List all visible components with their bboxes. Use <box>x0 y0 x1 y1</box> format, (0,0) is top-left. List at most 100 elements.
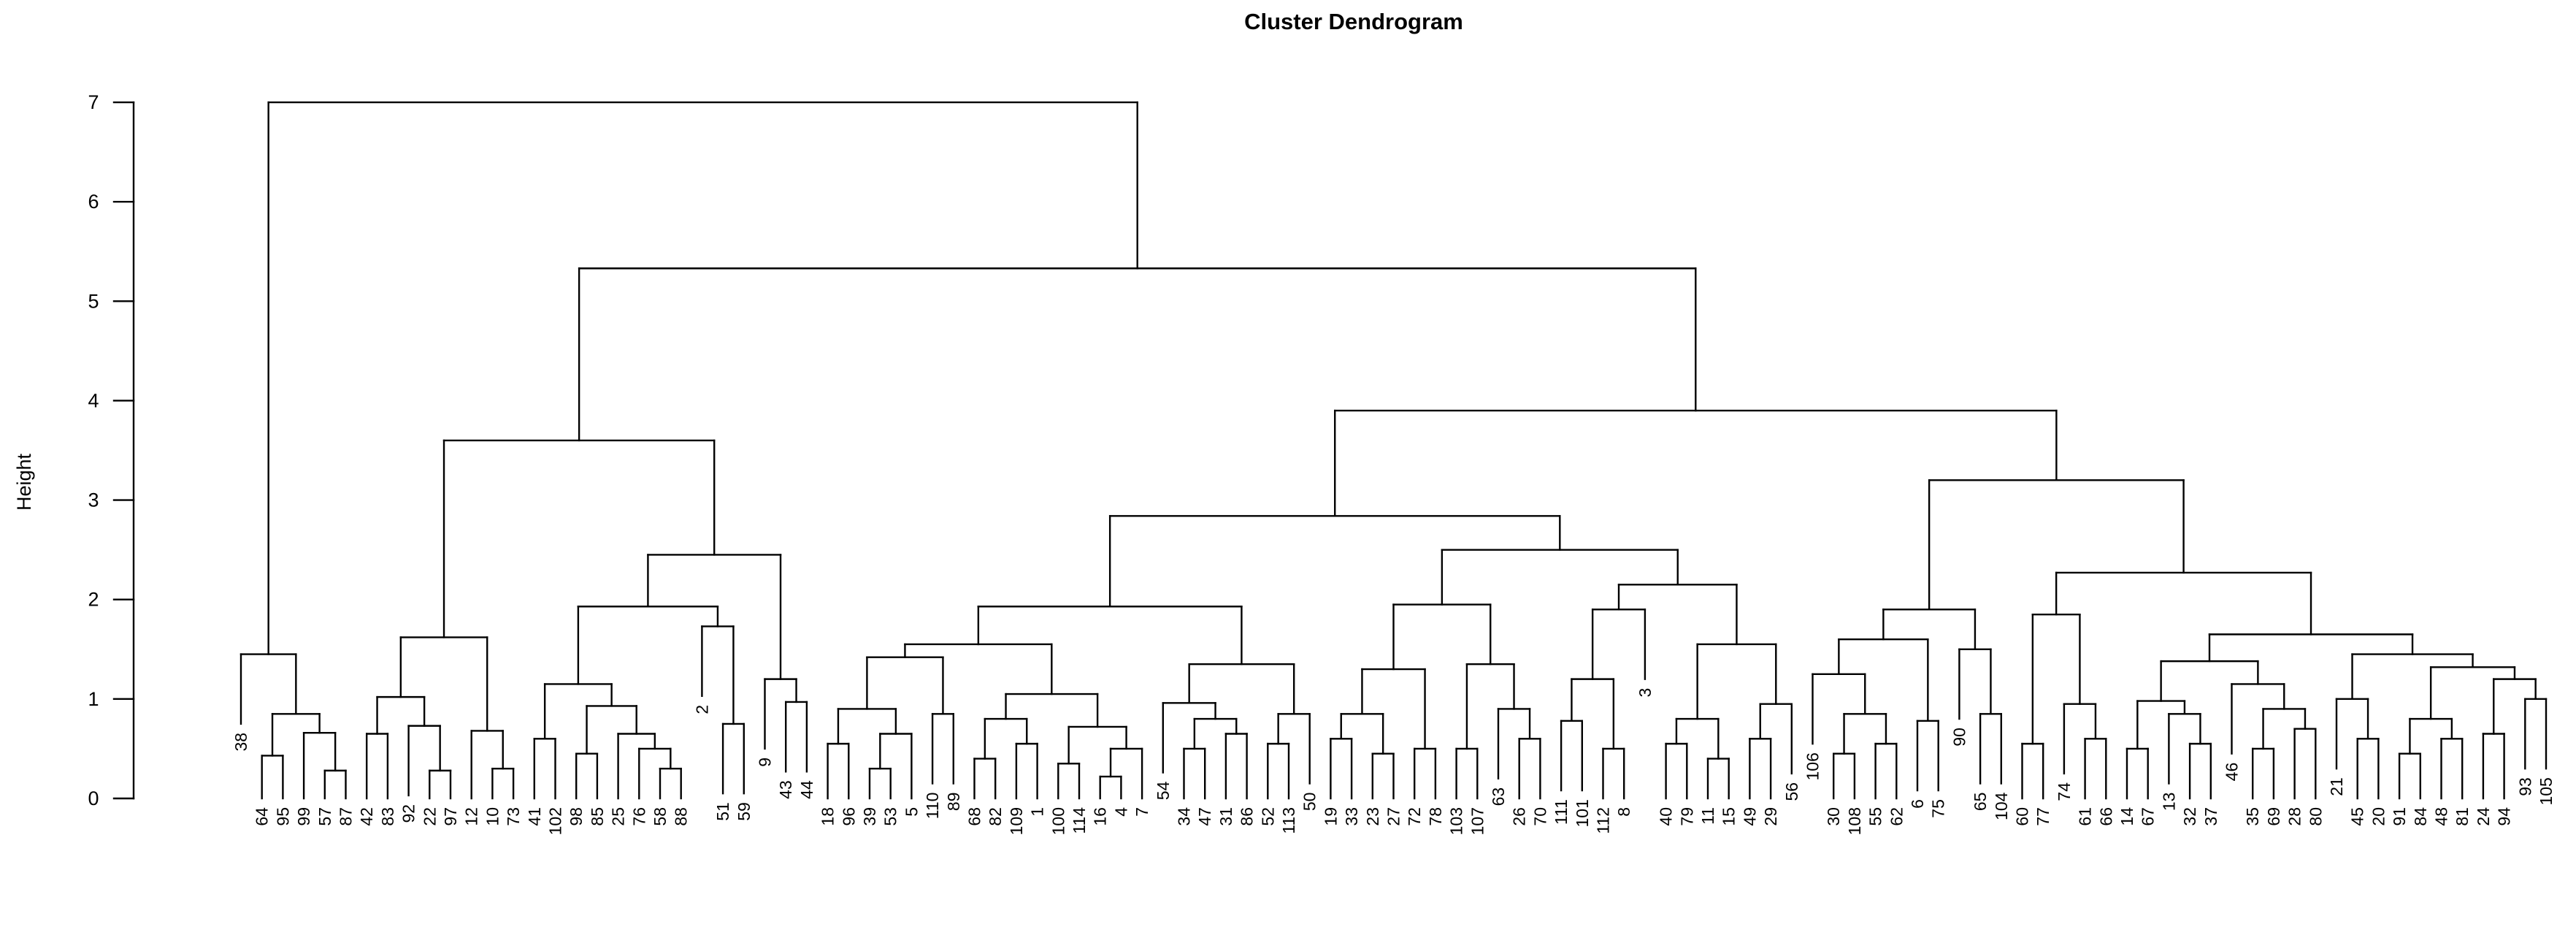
leaf-label: 89 <box>944 793 963 812</box>
leaf-label: 79 <box>1677 807 1696 826</box>
y-axis-tick-label: 3 <box>88 489 99 511</box>
leaf-label: 26 <box>1510 807 1529 826</box>
leaf-label: 82 <box>986 807 1005 826</box>
leaf-label: 73 <box>504 807 523 826</box>
leaf-label: 23 <box>1363 807 1382 826</box>
leaf-label: 90 <box>1950 728 1969 747</box>
leaf-label: 5 <box>902 807 921 817</box>
leaf-label: 42 <box>357 807 376 826</box>
y-axis-tick-label: 4 <box>88 389 99 411</box>
leaf-label: 20 <box>2369 807 2388 826</box>
leaf-label: 4 <box>1111 807 1130 817</box>
leaf-label: 41 <box>525 807 544 826</box>
leaf-label: 8 <box>1614 807 1633 817</box>
leaf-label: 43 <box>776 780 795 799</box>
leaf-label: 15 <box>1720 807 1739 826</box>
leaf-label: 95 <box>273 807 292 826</box>
leaf-label: 65 <box>1971 793 1990 812</box>
leaf-label: 12 <box>462 807 481 826</box>
leaf-label: 88 <box>672 807 691 826</box>
leaf-label: 28 <box>2285 807 2304 826</box>
leaf-label: 33 <box>1342 807 1361 826</box>
leaf-label: 61 <box>2076 807 2095 826</box>
leaf-label: 32 <box>2180 807 2199 826</box>
leaf-label: 37 <box>2201 807 2220 826</box>
leaf-label: 108 <box>1845 807 1864 835</box>
leaf-label: 2 <box>692 705 711 714</box>
leaf-label: 103 <box>1447 807 1466 835</box>
leaf-label: 109 <box>1007 807 1026 835</box>
leaf-label: 75 <box>1929 799 1948 818</box>
leaf-label: 59 <box>735 802 754 821</box>
y-axis-tick-label: 6 <box>88 191 99 213</box>
leaf-label: 96 <box>839 807 858 826</box>
leaf-label: 114 <box>1070 807 1089 834</box>
y-axis-tick-label: 2 <box>88 589 99 611</box>
chart-title: Cluster Dendrogram <box>1244 9 1463 34</box>
leaf-label: 51 <box>713 802 732 821</box>
leaf-label: 101 <box>1573 799 1592 827</box>
leaf-label: 87 <box>337 807 356 826</box>
leaf-label: 69 <box>2264 807 2283 826</box>
leaf-label: 48 <box>2432 807 2451 826</box>
leaf-label: 63 <box>1489 787 1508 806</box>
y-axis-label: Height <box>13 453 35 511</box>
leaf-label: 57 <box>315 807 334 826</box>
leaf-label: 50 <box>1300 793 1319 812</box>
y-axis-tick-label: 5 <box>88 290 99 312</box>
y-axis-tick-label: 0 <box>88 787 99 809</box>
leaf-label: 11 <box>1698 807 1717 825</box>
leaf-label: 31 <box>1216 807 1235 826</box>
leaf-label: 54 <box>1154 781 1173 800</box>
leaf-label: 67 <box>2139 807 2158 826</box>
leaf-label: 102 <box>546 807 565 835</box>
y-axis-tick-label: 1 <box>88 688 99 710</box>
leaf-label: 107 <box>1468 807 1487 835</box>
leaf-label: 18 <box>819 807 837 826</box>
leaf-label: 40 <box>1657 807 1676 826</box>
leaf-label: 104 <box>1992 792 2011 820</box>
leaf-label: 68 <box>965 807 984 826</box>
leaf-label: 9 <box>756 758 775 767</box>
leaf-label: 10 <box>483 807 502 826</box>
leaf-label: 44 <box>797 780 816 799</box>
leaf-label: 76 <box>629 807 648 826</box>
leaf-label: 99 <box>294 807 313 826</box>
leaf-label: 60 <box>2013 807 2032 826</box>
leaf-label: 27 <box>1384 807 1403 826</box>
leaf-label: 14 <box>2117 807 2136 826</box>
leaf-label: 94 <box>2495 807 2514 826</box>
leaf-label: 84 <box>2411 807 2430 826</box>
leaf-label: 47 <box>1195 807 1214 826</box>
leaf-label: 83 <box>378 807 397 826</box>
leaf-label: 35 <box>2243 807 2262 826</box>
leaf-label: 64 <box>253 807 272 826</box>
leaf-label: 25 <box>609 807 628 826</box>
leaf-label: 13 <box>2159 793 2178 812</box>
leaf-label: 66 <box>2096 807 2115 826</box>
leaf-label: 105 <box>2537 777 2556 805</box>
leaf-label: 62 <box>1887 807 1906 826</box>
leaf-label: 93 <box>2515 777 2534 796</box>
leaf-label: 38 <box>231 733 250 752</box>
leaf-label: 16 <box>1091 807 1110 826</box>
leaf-label: 52 <box>1258 807 1277 826</box>
leaf-label: 55 <box>1866 807 1885 826</box>
leaf-label: 22 <box>420 807 439 826</box>
leaf-label: 74 <box>2055 782 2074 801</box>
leaf-label: 3 <box>1636 688 1655 698</box>
leaf-label: 53 <box>881 807 900 826</box>
leaf-label: 106 <box>1803 752 1822 780</box>
y-axis-tick-label: 7 <box>88 91 99 113</box>
leaf-label: 97 <box>441 807 460 826</box>
leaf-label: 1 <box>1028 807 1047 817</box>
leaf-label: 81 <box>2453 807 2472 826</box>
leaf-label: 72 <box>1405 807 1424 826</box>
leaf-label: 113 <box>1279 807 1298 834</box>
leaf-label: 29 <box>1761 807 1780 826</box>
leaf-label: 86 <box>1238 807 1257 826</box>
leaf-label: 110 <box>923 793 942 820</box>
leaf-label: 7 <box>1132 807 1151 817</box>
